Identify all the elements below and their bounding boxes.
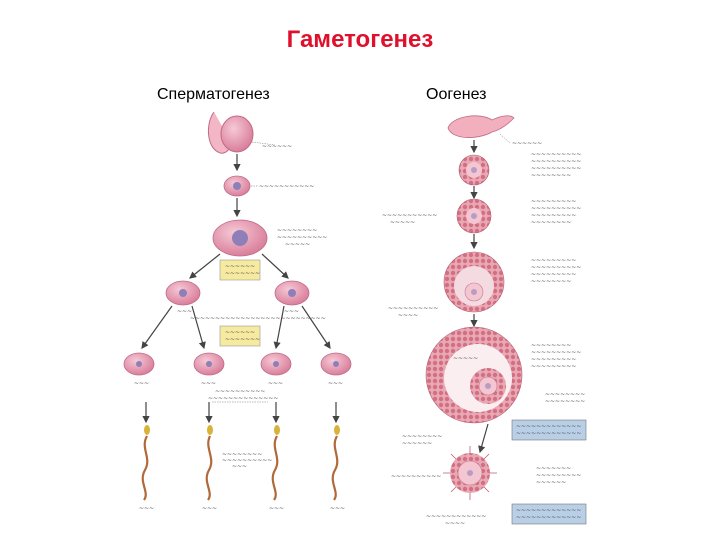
ovary-illustration: ~~~~~~ xyxy=(447,115,542,147)
sperm-cell-1 xyxy=(141,425,150,501)
spermatid-4 xyxy=(320,352,352,376)
svg-text:~~~~~~~~~~~~~~: ~~~~~~~~~~~~~~ xyxy=(208,395,278,402)
svg-text:~~~~~~: ~~~~~~ xyxy=(402,440,432,447)
svg-text:~~~~~: ~~~~~ xyxy=(390,219,415,226)
svg-text:~~~~~~~~: ~~~~~~~~ xyxy=(531,219,571,226)
svg-text:~~~~~~~~~~~~~: ~~~~~~~~~~~~~ xyxy=(516,423,581,430)
svg-text:~~~~~~~~: ~~~~~~~~ xyxy=(222,451,262,458)
svg-text:~~~: ~~~ xyxy=(232,463,247,470)
oogenesis-first-division-box: ~~~~~~~~~~~~~ ~~~~~~~~~~~~~ xyxy=(511,419,587,441)
svg-text:~~~~~~~~: ~~~~~~~~ xyxy=(277,227,317,234)
svg-text:~~~~~~~~~~: ~~~~~~~~~~ xyxy=(531,264,581,271)
svg-text:~~~~~~~~~~: ~~~~~~~~~~ xyxy=(388,305,438,312)
svg-text:~~~: ~~~ xyxy=(330,505,345,512)
spermatogenesis-flow: ~~~~~~ ~~~~~~~~~~~ ~~~~~~~~ ~~~~~~~~~~ ~… xyxy=(123,111,352,512)
sperm-cell-4 xyxy=(331,425,340,501)
svg-text:~~~~~~~~: ~~~~~~~~ xyxy=(545,391,585,398)
svg-text:~~~~~~~~~~: ~~~~~~~~~~ xyxy=(531,151,581,158)
svg-text:~~~~~~~~~~~~~: ~~~~~~~~~~~~~ xyxy=(516,514,581,521)
svg-text:~~~~~~~~~~: ~~~~~~~~~~ xyxy=(531,205,581,212)
svg-text:~~~: ~~~ xyxy=(268,380,283,387)
primordial-follicle: ~~~~~~~~~~ ~~~~~~~~~~ ~~~~~~~~~~ ~~~~~~~… xyxy=(458,151,581,186)
svg-text:~~~~~~~~~: ~~~~~~~~~ xyxy=(536,472,581,479)
svg-text:~~~~~~~~~~~~~: ~~~~~~~~~~~~~ xyxy=(516,507,581,514)
svg-text:~~~~~~: ~~~~~~ xyxy=(225,263,255,270)
svg-text:~~~~~~~: ~~~~~~~ xyxy=(536,465,571,472)
svg-text:~~~~: ~~~~ xyxy=(445,520,465,527)
svg-text:~~~~~~~~: ~~~~~~~~ xyxy=(545,398,585,405)
svg-text:~~~~~~~~~~~: ~~~~~~~~~~~ xyxy=(382,212,437,219)
spermatid-3 xyxy=(260,352,292,376)
testis-illustration: ~~~~~~ xyxy=(208,111,292,154)
svg-text:~~~~~~~: ~~~~~~~ xyxy=(225,270,260,277)
spermatogonium-cell: ~~~~~~~~~~~ xyxy=(223,175,314,197)
mature-follicle: ~~~~~ ~~~~~~~~ ~~~~~~~~~~ ~~~~~~~~~ ~~~~… xyxy=(425,326,585,424)
svg-text:~~~~~~~~: ~~~~~~~~ xyxy=(402,433,442,440)
oogenesis-flow: ~~~~~~ ~~~~~~~~~~ ~~~~~~~~~~ ~~~~~~~~~~ … xyxy=(382,115,587,527)
svg-text:~~~: ~~~ xyxy=(134,380,149,387)
svg-text:~~~~: ~~~~ xyxy=(398,312,418,319)
spermatid-2 xyxy=(193,352,225,376)
svg-text:~~~~~~~~~~: ~~~~~~~~~~ xyxy=(215,388,265,395)
svg-text:~~~: ~~~ xyxy=(202,505,217,512)
svg-text:~~~~~~~~~~: ~~~~~~~~~~ xyxy=(531,349,581,356)
svg-text:~~~~~: ~~~~~ xyxy=(453,355,478,362)
secondary-spermatocyte-right xyxy=(274,280,310,306)
svg-text:~~~~~~~~: ~~~~~~~~ xyxy=(531,342,571,349)
svg-text:~~~: ~~~ xyxy=(201,380,216,387)
svg-text:~~~~~~~~~~~: ~~~~~~~~~~~ xyxy=(259,183,314,190)
spermatid-1 xyxy=(123,352,155,376)
svg-text:~~~~~~~~: ~~~~~~~~ xyxy=(531,278,571,285)
svg-text:~~~~~~~: ~~~~~~~ xyxy=(225,336,260,343)
svg-text:~~~~~: ~~~~~ xyxy=(285,241,310,248)
svg-text:~~~~~~~~~~~~~~~~~~~~~~~~~~~: ~~~~~~~~~~~~~~~~~~~~~~~~~~~ xyxy=(190,315,326,322)
svg-text:~~~~~~: ~~~~~~ xyxy=(225,329,255,336)
svg-text:~~~~~~: ~~~~~~ xyxy=(536,479,566,486)
ovulated-oocyte: ~~~~~~~~ ~~~~~~ ~~~~~~~~~~ ~~~~~~~~~~~~ … xyxy=(391,433,581,527)
oogenesis-heading: Оогенез xyxy=(426,86,487,103)
svg-text:~~~~~~~~~~~~: ~~~~~~~~~~~~ xyxy=(426,513,486,520)
svg-text:~~~: ~~~ xyxy=(284,308,299,315)
svg-text:~~~~~~: ~~~~~~ xyxy=(512,140,542,147)
primary-spermatocyte-cell: ~~~~~~~~ ~~~~~~~~~~ ~~~~~ xyxy=(212,219,327,257)
svg-text:~~~~~~~~~~: ~~~~~~~~~~ xyxy=(222,457,272,464)
svg-text:~~~: ~~~ xyxy=(177,308,192,315)
svg-text:~~~~~~~~~: ~~~~~~~~~ xyxy=(531,198,576,205)
svg-text:~~~~~~~~~~~~~: ~~~~~~~~~~~~~ xyxy=(516,430,581,437)
page-title: Гаметогенез xyxy=(286,26,434,53)
svg-text:~~~: ~~~ xyxy=(328,380,343,387)
spermatogenesis-heading: Сперматогенез xyxy=(157,86,270,103)
oogenesis-second-division-box: ~~~~~~~~~~~~~ ~~~~~~~~~~~~~ xyxy=(511,503,587,525)
secondary-follicle: ~~~~~~~~~~ ~~~~ ~~~~~~~~~ ~~~~~~~~~~ ~~~… xyxy=(388,251,581,319)
sperm-cell-3 xyxy=(271,425,280,501)
first-meiotic-division-box: ~~~~~~ ~~~~~~~ xyxy=(219,259,261,281)
svg-text:~~~: ~~~ xyxy=(139,505,154,512)
sperm-cell-2 xyxy=(205,425,213,501)
svg-text:~~~~~~~~~~: ~~~~~~~~~~ xyxy=(531,165,581,172)
svg-text:~~~~~~~~~: ~~~~~~~~~ xyxy=(531,257,576,264)
svg-text:~~~~~~~~~: ~~~~~~~~~ xyxy=(531,212,576,219)
svg-text:~~~~~~~~~~: ~~~~~~~~~~ xyxy=(391,473,441,480)
svg-text:~~~~~~~~~~: ~~~~~~~~~~ xyxy=(277,234,327,241)
svg-text:~~~: ~~~ xyxy=(269,505,284,512)
svg-text:~~~~~~~~: ~~~~~~~~ xyxy=(531,172,571,179)
svg-text:~~~~~~~~~: ~~~~~~~~~ xyxy=(531,363,576,370)
svg-text:~~~~~~~~~: ~~~~~~~~~ xyxy=(531,271,576,278)
svg-text:~~~~~~: ~~~~~~ xyxy=(262,143,292,150)
primary-follicle: ~~~~~~~~~~~ ~~~~~ ~~~~~~~~~ ~~~~~~~~~~ ~… xyxy=(382,198,581,234)
svg-text:~~~~~~~~~: ~~~~~~~~~ xyxy=(531,356,576,363)
second-meiotic-division-box: ~~~~~~ ~~~~~~~ xyxy=(219,325,261,347)
svg-text:~~~~~~~~~~: ~~~~~~~~~~ xyxy=(531,158,581,165)
secondary-spermatocyte-left xyxy=(165,280,201,306)
